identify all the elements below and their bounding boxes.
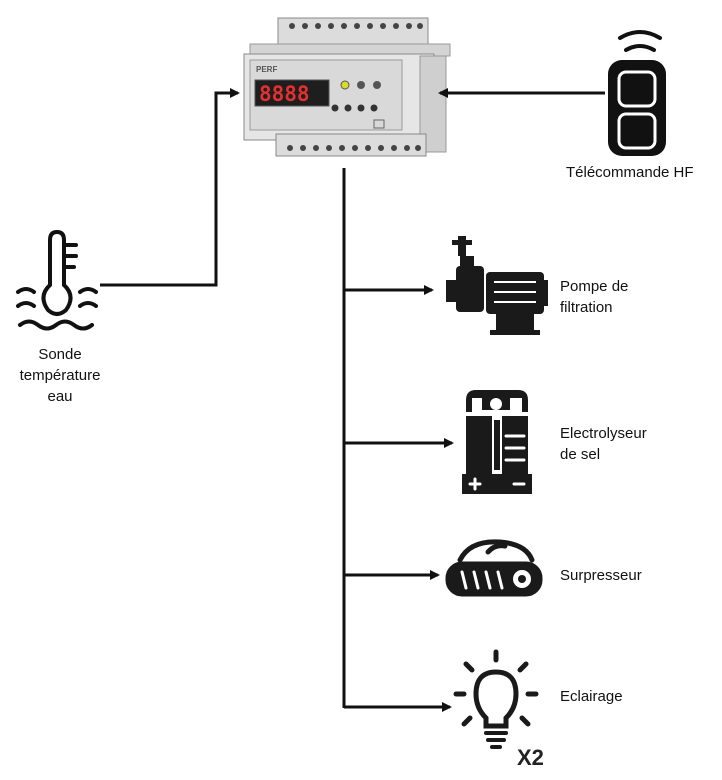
pump-label-line2: filtration <box>560 299 613 316</box>
controller-device: PERF 8888 <box>243 17 451 157</box>
status-led <box>340 80 350 90</box>
thermometer-icon <box>16 229 98 331</box>
booster-label-line1: Surpresseur <box>560 567 642 584</box>
pump-label: Pompe de filtration <box>560 276 628 318</box>
sensor-label: Sonde température eau <box>10 344 110 407</box>
remote-label: Télécommande HF <box>566 164 694 181</box>
remote-icon <box>608 30 666 156</box>
controller-button[interactable] <box>331 104 339 112</box>
controller-button[interactable] <box>357 104 365 112</box>
sensor-label-line3: eau <box>47 388 73 405</box>
sensor-label-line2: température <box>19 367 101 384</box>
connection-lines <box>100 88 605 712</box>
booster-label: Surpresseur <box>560 565 642 586</box>
pump-icon <box>446 236 548 335</box>
sensor-link <box>100 88 240 287</box>
controller-brand: PERF <box>256 65 277 74</box>
top-terminals <box>289 23 423 29</box>
pump-label-line1: Pompe de <box>560 278 629 295</box>
electrolyser-label-line2: de sel <box>560 446 601 463</box>
light-bulb-icon <box>453 649 539 749</box>
electrolyser-icon <box>462 390 532 494</box>
electrolyser-label: Electrolyseur de sel <box>560 423 647 465</box>
lighting-label-line1: Eclairage <box>560 688 623 705</box>
controller-display <box>254 79 330 107</box>
controller-button[interactable] <box>370 104 378 112</box>
electrolyser-label-line1: Electrolyseur <box>560 425 647 442</box>
display-digits: 8888 <box>259 82 310 106</box>
controller-button[interactable] <box>344 104 352 112</box>
lighting-label: Eclairage <box>560 686 623 707</box>
lighting-multiplier: X2 <box>517 745 544 770</box>
sensor-label-line1: Sonde <box>38 346 82 363</box>
pool-robot-icon <box>445 539 543 597</box>
bottom-terminals <box>287 145 421 151</box>
